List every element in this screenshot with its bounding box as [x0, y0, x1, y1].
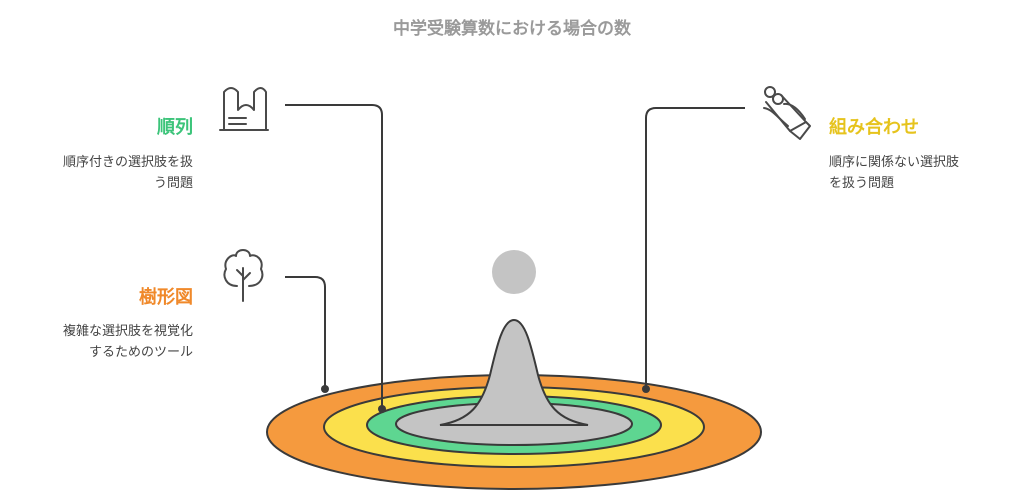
- connector-dot-tree: [321, 385, 329, 393]
- desc-line: を扱う問題: [829, 176, 895, 191]
- permutation-description: 順序付きの選択肢を扱 う問題: [10, 152, 193, 194]
- bouquet-icon: [763, 86, 811, 140]
- desc-line: 複雑な選択肢を視覚化: [62, 324, 193, 339]
- tree-label: 樹形図: [139, 287, 193, 308]
- tree-description: 複雑な選択肢を視覚化 するためのツール: [10, 321, 193, 363]
- connector-permutation: [285, 104, 383, 409]
- connector-dot-combination: [642, 385, 650, 393]
- permutation-label: 順列: [157, 117, 193, 138]
- connector-combination: [645, 107, 745, 389]
- diagram-title: 中学受験算数における場合の数: [393, 19, 631, 39]
- tree-icon: [223, 249, 264, 302]
- connector-dot-permutation: [378, 405, 386, 413]
- desc-line: 順序に関係ない選択肢: [829, 155, 960, 170]
- drop-shape: [439, 318, 589, 426]
- drop-sphere: [492, 250, 536, 294]
- desc-line: 順序付きの選択肢を扱: [62, 155, 193, 170]
- combination-label: 組み合わせ: [829, 117, 919, 138]
- connector-tree: [285, 276, 326, 389]
- desc-line: う問題: [153, 176, 193, 191]
- combination-description: 順序に関係ない選択肢 を扱う問題: [829, 152, 1014, 194]
- desc-line: するためのツール: [88, 345, 193, 360]
- factory-icon: [219, 87, 269, 131]
